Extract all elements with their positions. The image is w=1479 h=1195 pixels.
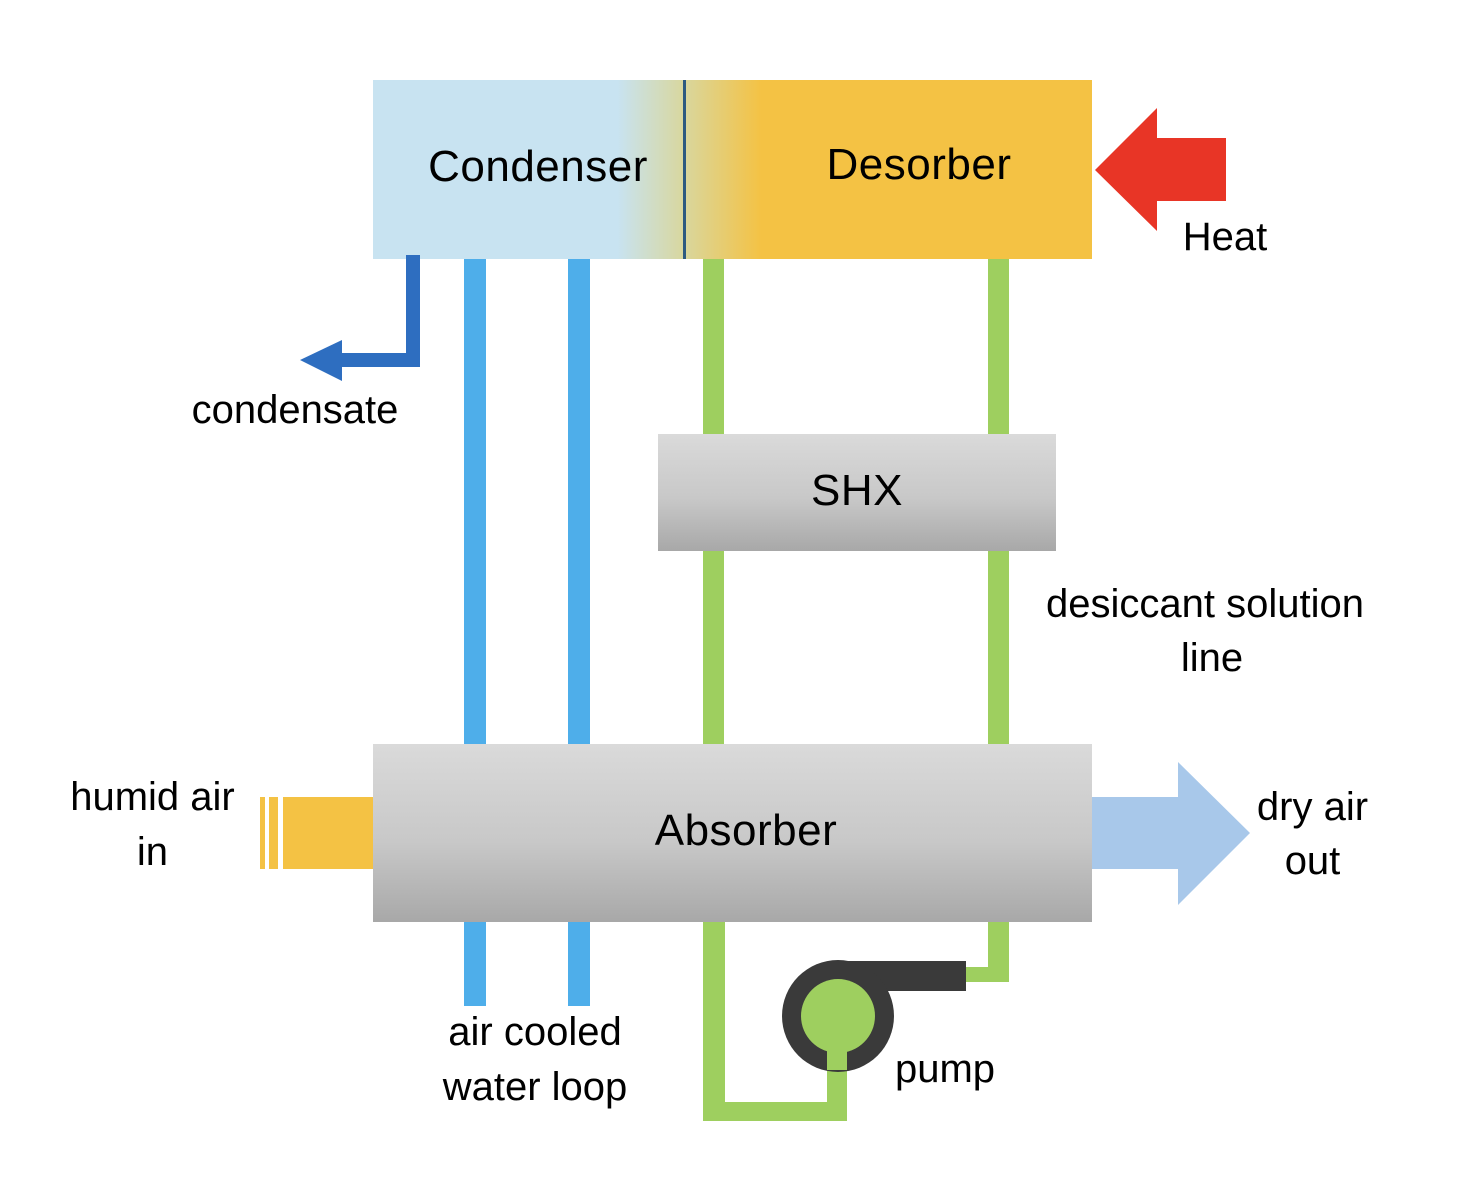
absorber-box — [373, 744, 1092, 922]
condenser-desorber-divider — [683, 80, 686, 259]
condensate-arrow-icon — [300, 255, 420, 381]
dry-air-arrow-icon — [1090, 762, 1250, 905]
heat-arrow-icon — [1095, 108, 1226, 231]
desiccant-pipe-left-lower — [703, 920, 725, 1121]
condenser-label: Condenser — [428, 142, 648, 191]
dry-air-label-2: out — [1284, 839, 1341, 883]
desorber-label: Desorber — [826, 140, 1012, 189]
desiccant-pipe-pump-outlet — [960, 967, 1009, 982]
shx-label: SHX — [811, 466, 903, 515]
desiccant-pipe-bottom — [703, 1102, 847, 1121]
condenser-desorber-block — [373, 80, 1092, 259]
pump-icon — [782, 960, 966, 1072]
heat-label: Heat — [1182, 215, 1268, 259]
dry-air-label-1: dry air — [1256, 785, 1369, 829]
desiccant-pipe-right-lower — [988, 920, 1009, 982]
pump-label: pump — [894, 1047, 996, 1091]
desiccant-line-label-1: desiccant solution — [1046, 582, 1364, 626]
water-loop-label-2: water loop — [442, 1065, 628, 1109]
absorber-label: Absorber — [654, 806, 838, 855]
condensate-label: condensate — [191, 388, 399, 432]
humid-air-label-2: in — [136, 830, 169, 874]
humid-air-inlet-icon — [260, 797, 375, 869]
shx-box — [658, 434, 1056, 551]
desiccant-line-label-2: line — [1180, 636, 1244, 680]
humid-air-label-1: humid air — [70, 775, 235, 819]
water-loop-label-1: air cooled — [448, 1010, 622, 1054]
